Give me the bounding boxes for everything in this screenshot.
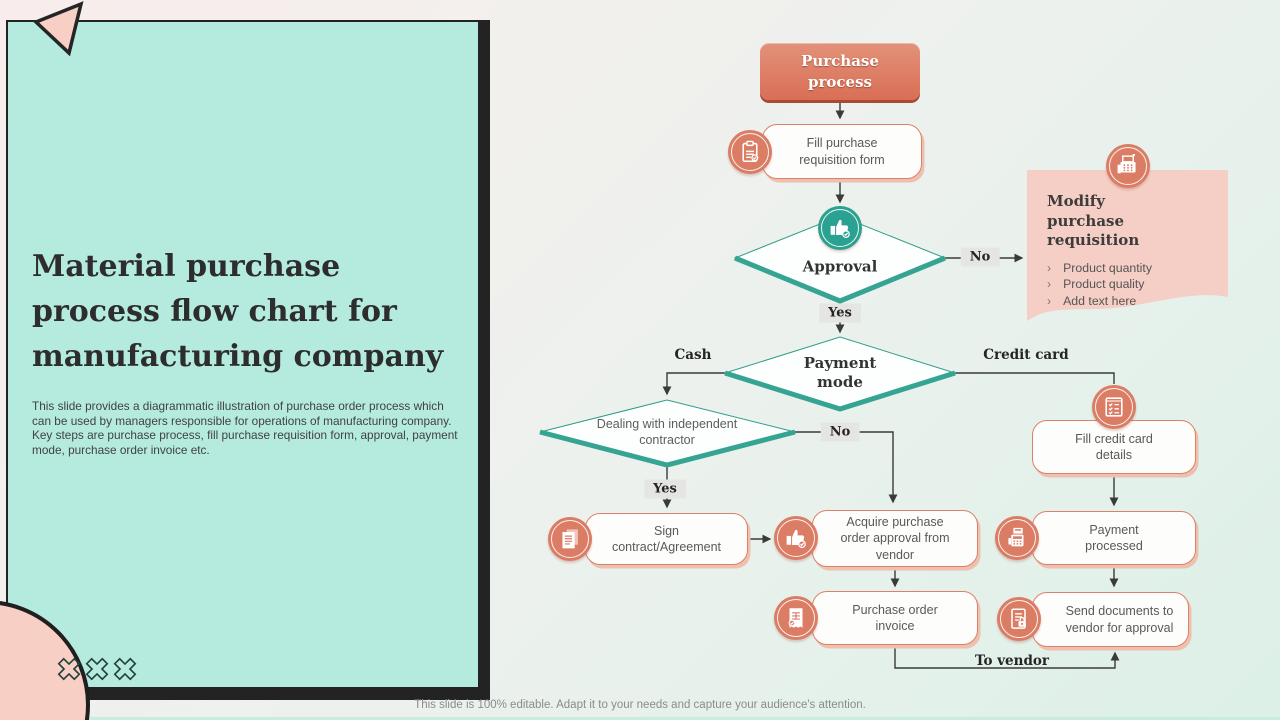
modify-panel-content: Modify purchase requisition › Product qu…	[1047, 192, 1217, 309]
icon-ring	[998, 519, 1036, 557]
modify-bullet-item: › Add text here	[1047, 293, 1217, 310]
edge-label-yes-contractor: Yes	[644, 479, 686, 499]
icon-ring	[1095, 388, 1133, 426]
fax-machine-icon	[1106, 144, 1150, 188]
node-purchase-order-invoice-label: Purchase order invoice	[852, 602, 938, 634]
document-lock-icon	[997, 597, 1041, 641]
modify-panel-title-line2: purchase requisition	[1047, 211, 1140, 250]
bottom-accent-line	[0, 717, 1280, 720]
node-sign-contract-label: Sign contract/Agreement	[611, 523, 722, 555]
node-acquire-approval-label: Acquire purchase order approval from ven…	[840, 514, 950, 562]
node-send-documents: Send documents to vendor for approval	[1032, 592, 1189, 647]
node-payment-processed: Payment processed	[1032, 511, 1196, 565]
icon-ring	[551, 520, 589, 558]
icon-ring	[1000, 600, 1038, 638]
node-fill-requisition-form-label: Fill purchase requisition form	[799, 136, 885, 167]
icon-ring	[821, 209, 859, 247]
documents-icon	[548, 517, 592, 561]
icon-ring	[1109, 147, 1147, 185]
edge-label-yes-approval: Yes	[819, 303, 861, 323]
thumbs-up-icon	[774, 516, 818, 560]
modify-panel-bullets: › Product quantity › Product quality › A…	[1047, 260, 1217, 310]
title-panel: Material purchase process flow chart for…	[6, 20, 490, 700]
pos-terminal-icon	[995, 516, 1039, 560]
footer-note: This slide is 100% editable. Adapt it to…	[414, 699, 866, 711]
thumbs-up-approval-icon	[818, 206, 862, 250]
edge-label-cash: Cash	[674, 347, 712, 363]
modify-bullet-text: Product quantity	[1063, 260, 1152, 275]
node-approval-label: Approval	[802, 257, 878, 276]
node-acquire-approval: Acquire purchase order approval from ven…	[812, 510, 978, 567]
node-send-documents-label: Send documents to vendor for approval	[1065, 604, 1174, 635]
modify-bullet-text: Add text here	[1063, 293, 1137, 308]
modify-bullet-item: › Product quantity	[1047, 260, 1217, 277]
icon-ring	[777, 519, 815, 557]
node-sign-contract: Sign contract/Agreement	[585, 513, 748, 565]
bullet-marker: ›	[1047, 277, 1052, 291]
modify-requisition-panel: Modify purchase requisition › Product qu…	[1027, 170, 1228, 322]
edge-label-no-approval: No	[960, 247, 1000, 267]
invoice-icon	[774, 596, 818, 640]
node-payment-processed-label: Payment processed	[1085, 522, 1143, 554]
page-description: This slide provides a diagrammatic illus…	[32, 399, 458, 457]
bullet-marker: ›	[1047, 293, 1052, 308]
triangle-decoration	[32, 1, 84, 57]
node-payment-mode-label: Payment mode	[803, 354, 877, 391]
modify-panel-title-line1: Modify	[1047, 192, 1105, 210]
edge-label-no-contractor: No	[820, 422, 860, 442]
crosses-decoration	[57, 657, 137, 681]
modify-bullet-text: Product quality	[1063, 277, 1145, 291]
edge-label-to-vendor: To vendor	[974, 653, 1050, 669]
icon-ring	[777, 599, 815, 637]
edge-label-credit-card: Credit card	[983, 347, 1069, 363]
icon-ring	[731, 133, 769, 171]
bullet-marker: ›	[1047, 260, 1052, 275]
node-purchase-process: Purchase process	[760, 43, 920, 100]
node-dealing-contractor-label: Dealing with independent contractor	[596, 417, 738, 447]
node-fill-requisition-form: Fill purchase requisition form	[762, 124, 922, 179]
node-fill-credit-card-label: Fill credit card details	[1075, 431, 1153, 463]
node-purchase-order-invoice: Purchase order invoice	[812, 591, 978, 645]
node-purchase-process-label: Purchase process	[801, 51, 879, 91]
checklist-icon	[1092, 385, 1136, 429]
clipboard-icon	[728, 130, 772, 174]
modify-bullet-item: › Product quality	[1047, 276, 1217, 293]
page-title: Material purchase process flow chart for…	[32, 249, 444, 374]
